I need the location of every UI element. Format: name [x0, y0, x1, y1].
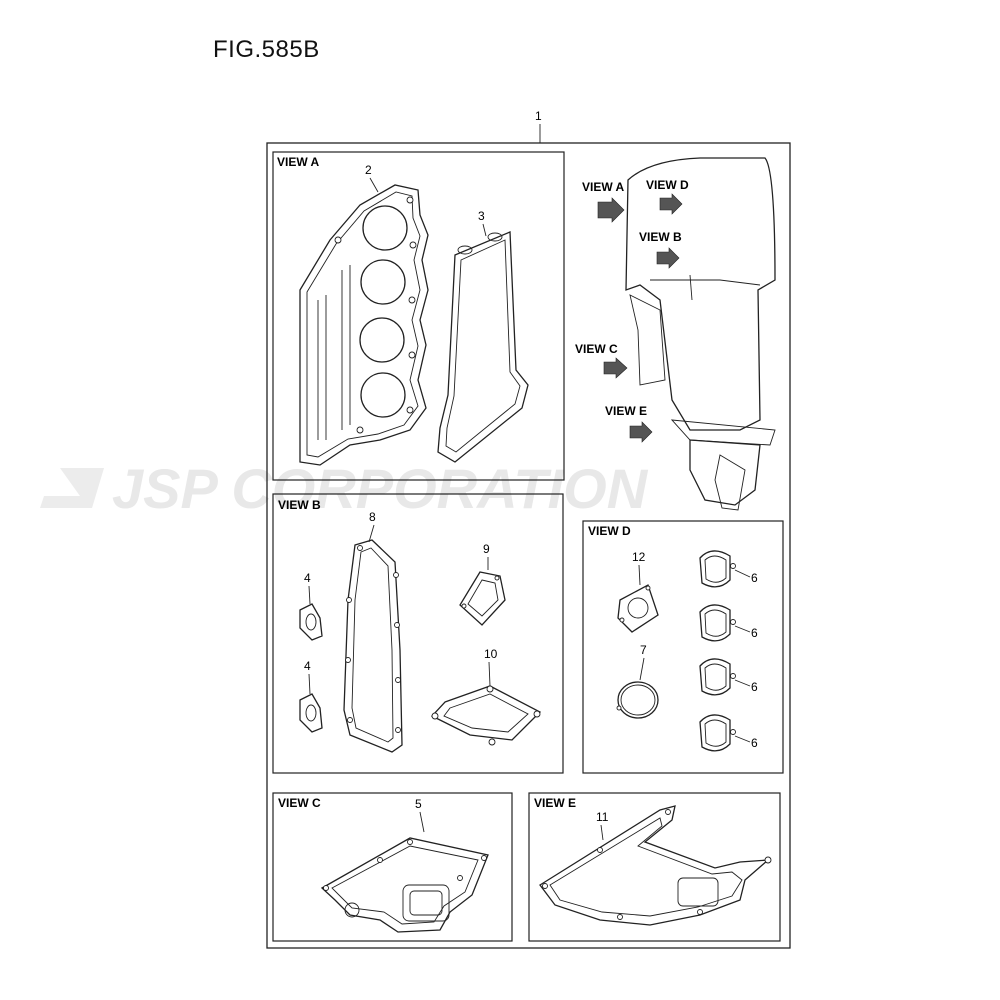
callout-view-c: VIEW C — [575, 342, 618, 356]
oil-pan-gasket — [320, 837, 489, 933]
arrow-icon — [629, 421, 653, 443]
view-d-label: VIEW D — [588, 524, 631, 538]
intake-gasket-6: 6 — [699, 714, 758, 752]
part-number: 9 — [483, 542, 490, 556]
view-c-label: VIEW C — [278, 796, 321, 810]
part-number: 4 — [304, 571, 311, 585]
callout-view-d: VIEW D — [646, 178, 689, 192]
part-number: 6 — [751, 736, 758, 750]
arrow-icon — [603, 357, 628, 379]
view-a-label: VIEW A — [277, 155, 320, 169]
outboard-engine-illustration — [625, 157, 776, 511]
o-ring — [616, 681, 659, 719]
figure-title: FIG.585B — [213, 36, 320, 63]
part-number: 6 — [751, 626, 758, 640]
arrow-icon — [597, 197, 625, 223]
view-e-panel: VIEW E 11 — [528, 792, 781, 942]
part-number: 10 — [484, 647, 498, 661]
part-number: 2 — [365, 163, 372, 177]
arrow-icon — [659, 193, 683, 215]
throttle-body-gasket — [617, 584, 659, 633]
part-number: 6 — [751, 680, 758, 694]
watermark-logo-icon: JSP CORPORATION — [40, 457, 649, 520]
exhaust-cover-gasket — [343, 539, 403, 753]
small-gasket-9 — [459, 571, 506, 626]
intake-gasket-6: 6 — [699, 550, 758, 588]
view-b-panel: VIEW B 8 9 4 — [272, 493, 564, 774]
part-number: 11 — [596, 810, 609, 824]
engine-callouts: VIEW A VIEW D VIEW B VIEW C VIEW E — [575, 178, 689, 443]
intake-gasket-6: 6 — [699, 658, 758, 696]
part-number: 5 — [415, 797, 422, 811]
part-number: 8 — [369, 510, 376, 524]
view-a-panel: VIEW A 2 3 — [272, 151, 565, 481]
callout-view-b: VIEW B — [639, 230, 682, 244]
arrow-icon — [656, 247, 680, 269]
view-d-panel: VIEW D 12 7 6 6 — [582, 520, 784, 774]
cylinder-head-gasket — [299, 184, 429, 466]
flange-gasket-4 — [299, 693, 323, 733]
crankcase-gasket — [539, 805, 772, 926]
view-c-panel: VIEW C 5 — [272, 792, 513, 942]
cover-gasket-10 — [430, 685, 542, 746]
part-number: 12 — [632, 550, 646, 564]
callout-view-a: VIEW A — [582, 180, 625, 194]
part-number: 6 — [751, 571, 758, 585]
assembly-number: 1 — [535, 109, 542, 123]
callout-view-e: VIEW E — [605, 404, 647, 418]
part-number: 7 — [640, 643, 647, 657]
flange-gasket-4 — [299, 603, 323, 641]
view-e-label: VIEW E — [534, 796, 576, 810]
cylinder-head-cover-gasket — [437, 231, 529, 463]
view-b-label: VIEW B — [278, 498, 321, 512]
outer-frame — [266, 142, 791, 949]
part-number: 3 — [478, 209, 485, 223]
part-number: 4 — [304, 659, 311, 673]
watermark-text: JSP CORPORATION — [112, 457, 649, 520]
intake-gasket-6: 6 — [699, 604, 758, 642]
